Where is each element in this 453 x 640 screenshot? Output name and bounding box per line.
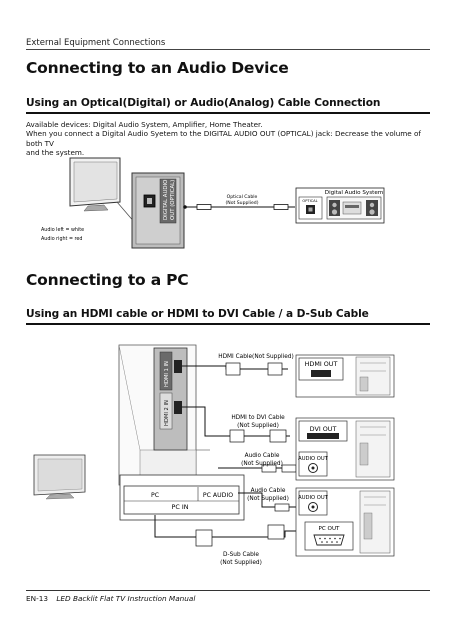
- dvi-cable-label-1: HDMI to DVI Cable: [231, 415, 285, 421]
- dsub-cable-label-1: D-Sub Cable: [223, 552, 259, 558]
- dvi-cable-label-2: (Not Supplied): [237, 423, 279, 429]
- pc-section-title: Connecting to a PC: [26, 271, 189, 289]
- cable-connectors: [195, 362, 297, 547]
- pc-audio-port-label: PC AUDIO: [203, 492, 233, 499]
- pc-in-label: PC IN: [171, 503, 188, 511]
- pc-section-subtitle: Using an HDMI cable or HDMI to DVI Cable…: [26, 308, 369, 320]
- digital-audio-system: Digital Audio System OPTICAL: [295, 187, 385, 224]
- dvi-out-label: DVI OUT: [310, 425, 337, 433]
- optical-cable-label-1: Optical Cable: [227, 194, 258, 200]
- audio-cable-b-label-1: Audio Cable: [251, 488, 286, 494]
- pc-input-panel: PC PC AUDIO PC IN: [119, 474, 245, 521]
- pc-vga-device: AUDIO OUT PC OUT: [295, 487, 395, 557]
- digital-audio-jack-label-2: OUT (OPTICAL): [170, 180, 176, 220]
- page-footer: EN-13 LED Backlit Flat TV Instruction Ma…: [26, 594, 195, 603]
- digital-audio-system-label: Digital Audio System: [325, 190, 383, 196]
- audio-desc-line-3: and the system.: [26, 148, 85, 158]
- audio-right-note: Audio right = red: [41, 236, 82, 242]
- optical-cable: Optical Cable (Not Supplied): [183, 194, 295, 210]
- tv-illustration: [69, 157, 139, 227]
- optical-cable-label-2: (Not Supplied): [225, 200, 258, 206]
- audio-cable-a-label-1: Audio Cable: [245, 453, 280, 459]
- dsub-cable-label-2: (Not Supplied): [220, 560, 262, 566]
- audio-subtitle-rule: [26, 112, 430, 114]
- footer-rule: [26, 590, 430, 591]
- audio-cable-a-label-2: (Not Supplied): [241, 461, 283, 467]
- small-tv-illustration: [33, 454, 86, 500]
- audio-description: Available devices: Digital Audio System,…: [26, 120, 430, 158]
- audio-out-a-label: AUDIO OUT: [298, 456, 328, 462]
- manual-title: LED Backlit Flat TV Instruction Manual: [56, 594, 196, 603]
- pc-out-label: PC OUT: [319, 526, 341, 532]
- optical-port-label: OPTICAL: [302, 199, 317, 203]
- pc-port-label: PC: [151, 492, 159, 499]
- pc-subtitle-rule: [26, 323, 430, 325]
- hdmi-cable-label: HDMI Cable(Not Supplied): [218, 354, 294, 360]
- pc-dvi-device: DVI OUT AUDIO OUT: [295, 417, 395, 481]
- pc-hdmi-device: HDMI OUT: [295, 354, 395, 398]
- audio-out-b-label: AUDIO OUT: [298, 495, 328, 501]
- audio-cable-b-label-2: (Not Supplied): [247, 496, 289, 502]
- digital-audio-jack-label-1: DIGITAL AUDIO: [163, 180, 169, 220]
- audio-left-note: Audio left = white: [41, 227, 84, 233]
- page-number: EN-13: [26, 594, 48, 603]
- audio-connection-diagram: DIGITAL AUDIO OUT (OPTICAL) Optical Cabl…: [41, 157, 385, 249]
- audio-desc-line-2: When you connect a Digital Audio Syetem …: [26, 129, 421, 148]
- hdmi-out-label: HDMI OUT: [305, 360, 338, 368]
- section-header: External Equipment Connections: [26, 38, 166, 48]
- audio-desc-line-1: Available devices: Digital Audio System,…: [26, 120, 263, 129]
- pc-connection-diagram: HDMI 1 IN HDMI 2 IN PC PC AUDIO PC IN: [33, 344, 395, 566]
- header-rule: [26, 49, 430, 50]
- audio-section-title: Connecting to an Audio Device: [26, 59, 289, 77]
- hdmi2-port-label: HDMI 2 IN: [164, 400, 170, 426]
- audio-section-subtitle: Using an Optical(Digital) or Audio(Analo…: [26, 97, 381, 109]
- tv-rear-panel: DIGITAL AUDIO OUT (OPTICAL): [131, 172, 185, 249]
- hdmi1-port-label: HDMI 1 IN: [164, 361, 170, 387]
